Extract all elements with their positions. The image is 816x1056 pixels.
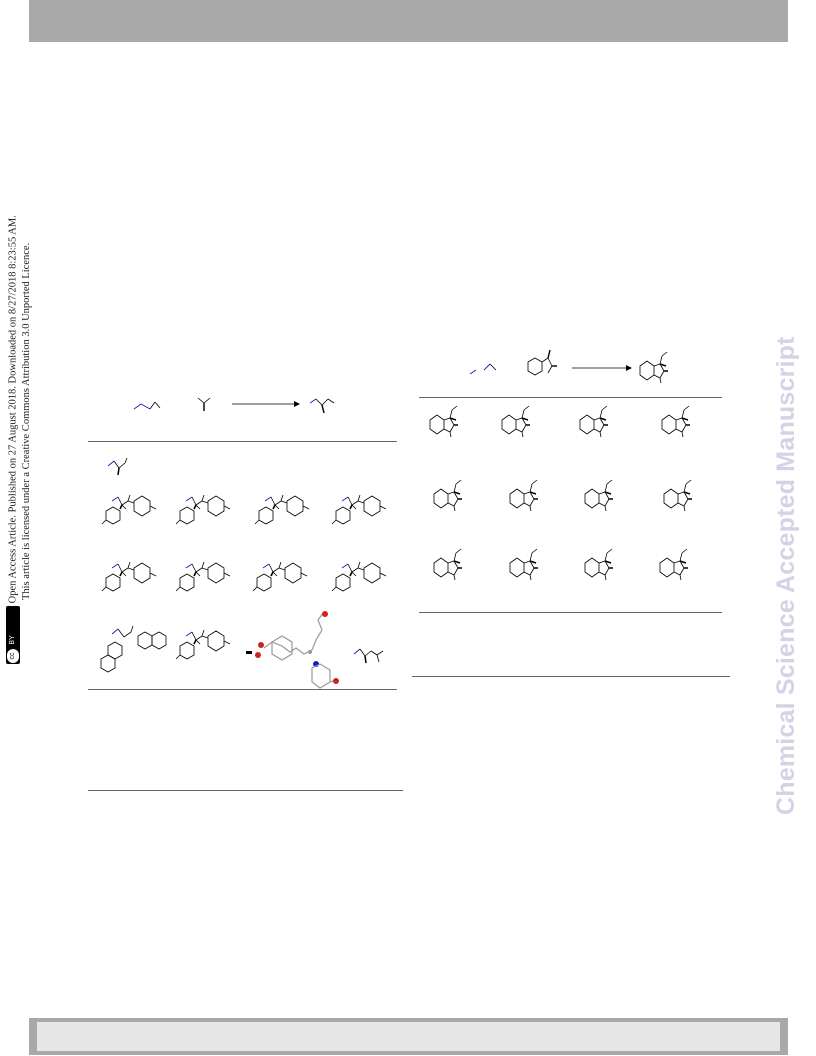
product-1d: [332, 495, 386, 524]
product-1c: [255, 495, 309, 524]
product-naphthyl: [100, 625, 167, 673]
scheme2-reaction: [469, 349, 632, 376]
footer-bar: [29, 1018, 788, 1055]
scheme1-reaction: [133, 397, 335, 414]
oxindole-2d: [663, 479, 693, 512]
scheme2-caption-rule: [412, 676, 730, 677]
scheme1-bottom-rule: [88, 689, 397, 690]
oxindole-3c: [584, 548, 614, 581]
scheme2-bottom-rule: [419, 612, 722, 613]
oxindole-3b: [509, 548, 539, 581]
oxindole-2c: [584, 479, 614, 512]
oxindole-3d: [659, 548, 689, 581]
oxindole-3a: [433, 548, 463, 581]
scheme1-caption-rule: [88, 790, 403, 791]
scheme2-product: [639, 351, 669, 384]
product-2d: [332, 562, 386, 591]
product-isopropyl: [353, 648, 384, 664]
oxindole-1a: [429, 405, 459, 438]
product-2c: [253, 562, 307, 591]
scheme1-top-rule: [88, 441, 397, 442]
product-1a: [102, 495, 156, 524]
oxindole-2b: [509, 479, 539, 512]
crystal-structure-ortep: [246, 611, 339, 689]
oxindole-1b: [501, 405, 531, 438]
oxindole-1d: [661, 405, 691, 438]
product-2b: [176, 562, 230, 591]
scheme1-general-structure: [107, 457, 128, 476]
oxindole-1c: [579, 405, 609, 438]
oxindole-2a: [433, 479, 463, 512]
header-bar: [29, 0, 788, 42]
product-1b: [176, 495, 230, 524]
footer-bar-inner: [37, 1022, 780, 1051]
scheme2-top-rule: [419, 397, 722, 398]
product-2a: [102, 562, 156, 591]
product-3b: [176, 630, 230, 659]
